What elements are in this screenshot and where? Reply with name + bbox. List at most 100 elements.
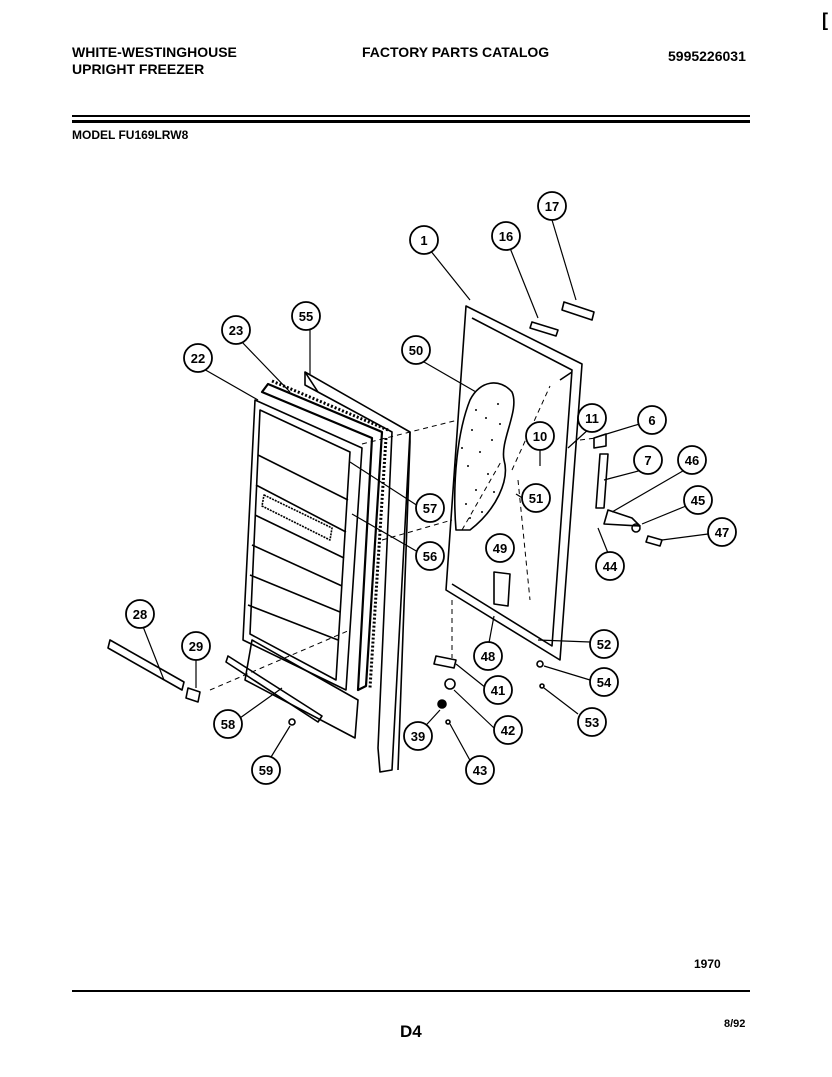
callout-44: 44	[595, 551, 625, 581]
callout-45: 45	[683, 485, 713, 515]
roller	[437, 699, 447, 709]
callout-circle	[251, 755, 281, 785]
callout-circle	[183, 343, 213, 373]
washer-54	[536, 660, 544, 668]
foam-insulation	[454, 382, 515, 531]
callout-59: 59	[251, 755, 281, 785]
callout-label: 55	[299, 309, 313, 324]
callout-48: 48	[473, 641, 503, 671]
inner-door-liner	[242, 399, 363, 739]
brand-name: WHITE-WESTINGHOUSE	[72, 44, 237, 60]
callout-label: 57	[423, 501, 437, 516]
product-type: UPRIGHT FREEZER	[72, 61, 205, 77]
callout-7: 7	[633, 445, 663, 475]
callout-label: 43	[473, 763, 487, 778]
callout-label: 22	[191, 351, 205, 366]
callout-10: 10	[525, 421, 555, 451]
hinge-screw	[645, 535, 663, 547]
callout-label: 58	[221, 717, 235, 732]
callout-circle	[409, 225, 439, 255]
callout-circle	[401, 335, 431, 365]
callout-11: 11	[577, 403, 607, 433]
callout-label: 50	[409, 343, 423, 358]
callout-label: 48	[481, 649, 495, 664]
callout-53: 53	[577, 707, 607, 737]
hinge-bracket	[593, 433, 607, 449]
callout-22: 22	[183, 343, 213, 373]
callout-label: 42	[501, 723, 515, 738]
page-number: D4	[400, 1022, 422, 1041]
callout-circle	[537, 191, 567, 221]
callout-circle	[213, 709, 243, 739]
callout-label: 6	[648, 413, 655, 428]
callout-1: 1	[409, 225, 439, 255]
callout-6: 6	[637, 405, 667, 435]
catalog-title: FACTORY PARTS CATALOG	[362, 44, 550, 60]
callout-label: 23	[229, 323, 243, 338]
callout-circle	[707, 517, 737, 547]
screw-53	[539, 683, 545, 689]
callout-circle	[589, 629, 619, 659]
callout-circle	[637, 405, 667, 435]
callout-label: 47	[715, 525, 729, 540]
screw-43	[445, 719, 451, 725]
callout-circle	[633, 445, 663, 475]
callout-label: 10	[533, 429, 547, 444]
brand-block: WHITE-WESTINGHOUSE UPRIGHT FREEZER	[72, 44, 237, 78]
bottom-trim	[225, 655, 323, 723]
toe-grille	[107, 639, 185, 691]
callout-label: 7	[644, 453, 651, 468]
callout-17: 17	[537, 191, 567, 221]
callout-label: 49	[493, 541, 507, 556]
callout-49: 49	[485, 533, 515, 563]
washer	[631, 523, 641, 533]
callout-circle	[125, 599, 155, 629]
bottom-hinge	[433, 655, 457, 669]
callout-circle	[221, 315, 251, 345]
callout-circle	[465, 755, 495, 785]
callout-circle	[473, 641, 503, 671]
callout-circle	[577, 403, 607, 433]
callout-28: 28	[125, 599, 155, 629]
trim-screw	[288, 718, 296, 726]
thermostat-bracket	[493, 571, 511, 607]
callout-circle	[485, 533, 515, 563]
callout-circle	[595, 551, 625, 581]
figure-code: 1970	[694, 957, 721, 971]
callout-label: 39	[411, 729, 425, 744]
callout-29: 29	[181, 631, 211, 661]
callout-circle	[493, 715, 523, 745]
callout-41: 41	[483, 675, 513, 705]
callout-circle	[181, 631, 211, 661]
door-gasket	[260, 379, 389, 692]
callout-circle	[521, 483, 551, 513]
callout-label: 17	[545, 199, 559, 214]
callout-circle	[415, 493, 445, 523]
callout-circle	[403, 721, 433, 751]
callout-label: 54	[597, 675, 612, 690]
callout-circle	[483, 675, 513, 705]
callout-label: 28	[133, 607, 147, 622]
callout-label: 46	[685, 453, 699, 468]
corner-mark: [	[822, 10, 828, 30]
callout-circle	[291, 301, 321, 331]
callout-52: 52	[589, 629, 619, 659]
callout-label: 29	[189, 639, 203, 654]
callout-label: 56	[423, 549, 437, 564]
header-rule-bottom	[72, 120, 750, 123]
callout-16: 16	[491, 221, 521, 251]
callout-55: 55	[291, 301, 321, 331]
callout-23: 23	[221, 315, 251, 345]
callout-circle	[683, 485, 713, 515]
callout-circle	[577, 707, 607, 737]
callout-label: 41	[491, 683, 505, 698]
callout-label: 51	[529, 491, 543, 506]
hinge-pin-bar	[595, 453, 609, 509]
callout-label: 1	[420, 233, 427, 248]
callout-label: 11	[585, 411, 599, 426]
callout-46: 46	[677, 445, 707, 475]
callout-50: 50	[401, 335, 431, 365]
callout-57: 57	[415, 493, 445, 523]
outer-door-panel	[304, 371, 411, 773]
